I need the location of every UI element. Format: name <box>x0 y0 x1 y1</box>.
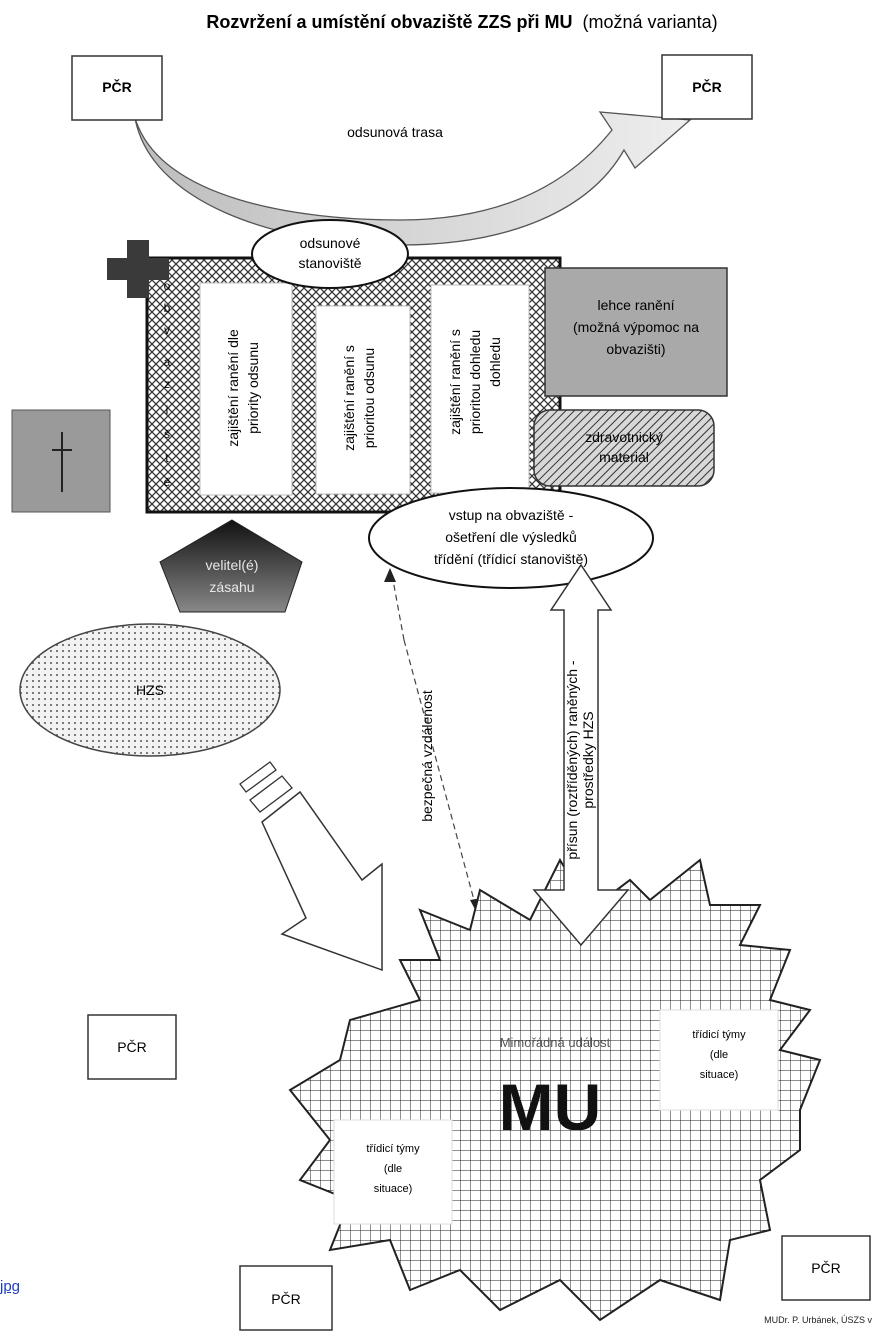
side-letters: o b v a z i š t ě <box>164 279 171 489</box>
triage-team-right-line1: třídicí týmy <box>692 1029 746 1041</box>
side-letter: š <box>164 427 170 441</box>
evacuation-station-line1: odsunové <box>300 235 361 251</box>
commander-pentagon <box>159 519 303 613</box>
transport-label-line2: prostředky HZS <box>580 711 596 808</box>
column-2-line2: prioritou odsunu <box>361 348 377 448</box>
incident-subtitle: Mimořádná událost <box>500 1035 611 1050</box>
entry-line2: ošetření dle výsledků <box>445 529 577 545</box>
hzs-ellipse <box>19 623 281 757</box>
page-title: Rozvržení a umístění obvaziště ZZS při M… <box>206 12 717 32</box>
column-1-line2: priority odsunu <box>245 342 261 434</box>
medical-material-box <box>533 409 715 487</box>
title-normal: (možná varianta) <box>583 12 718 32</box>
entry-line1: vstup na obvaziště - <box>449 507 574 523</box>
safe-distance-label: bezpečná vzdálenost <box>419 690 435 822</box>
column-3-line2: prioritou dohledu <box>467 330 483 434</box>
incident-abbr: MU <box>499 1070 602 1144</box>
image-link[interactable]: jpg <box>0 1278 21 1295</box>
triage-team-box-right <box>659 1009 779 1111</box>
priority-column-2 <box>315 305 411 495</box>
lightly-injured-line1: lehce ranění <box>597 297 674 313</box>
lightly-injured-line2: (možná výpomoc na <box>573 319 699 335</box>
priority-column-1 <box>199 282 293 496</box>
medical-material-line1: zdravotnický <box>585 429 663 445</box>
commander-line2: zásahu <box>209 579 254 595</box>
triage-team-right-line3: situace) <box>700 1069 739 1081</box>
triage-team-box-left <box>333 1119 453 1225</box>
side-letter: v <box>164 323 170 337</box>
author-credit: MUDr. P. Urbánek, ÚSZS v <box>764 1315 872 1325</box>
triage-team-left-line3: situace) <box>374 1183 413 1195</box>
column-2-line1: zajištění ranění s <box>341 345 357 451</box>
triage-team-right-line2: (dle <box>710 1049 728 1061</box>
pcr-label-middle-left: PČR <box>117 1039 147 1055</box>
side-letter: ě <box>164 475 171 489</box>
side-letter: i <box>166 403 169 417</box>
pcr-label-top-right: PČR <box>692 78 722 95</box>
side-letter: b <box>164 301 171 315</box>
column-3-line3: dohledu <box>487 337 503 387</box>
pcr-box-top-left <box>71 55 163 121</box>
evacuation-station-ellipse <box>251 219 409 289</box>
entry-triage-ellipse <box>368 487 654 589</box>
side-letter: t <box>165 451 169 465</box>
latin-cross-icon <box>52 432 72 492</box>
hzs-label: HZS <box>136 682 164 698</box>
side-letter: o <box>164 279 171 293</box>
evacuation-route-label: odsunová trasa <box>347 124 443 140</box>
transport-double-arrow <box>532 563 630 947</box>
lightly-injured-box <box>544 267 728 397</box>
pcr-label-bottom-left: PČR <box>271 1291 301 1307</box>
priority-column-3 <box>430 284 530 494</box>
medical-material-line2: materiál <box>599 449 649 465</box>
pcr-label-top-left: PČR <box>102 78 132 95</box>
triage-team-left-line2: (dle <box>384 1163 402 1175</box>
triage-team-left-line1: třídicí týmy <box>366 1143 420 1155</box>
transport-label-line1: přísun (roztříděných) raněných - <box>564 660 580 860</box>
lightly-injured-line3: obvazišti) <box>606 341 665 357</box>
side-letter: a <box>164 355 171 369</box>
pcr-box-bottom-right <box>781 1235 871 1301</box>
pcr-box-top-right <box>661 54 753 120</box>
side-letter: z <box>164 377 170 391</box>
column-1-line1: zajištění ranění dle <box>225 329 241 447</box>
evacuation-station-line2: stanoviště <box>298 255 361 271</box>
hzs-approach-arrow <box>239 761 383 972</box>
pcr-box-middle-left <box>87 1014 177 1080</box>
column-3-line1: zajištění ranění s <box>447 329 463 435</box>
commander-line1: velitel(é) <box>206 557 259 573</box>
entry-line3: třídění (třídicí stanoviště) <box>434 551 588 567</box>
cross-icon <box>107 240 169 298</box>
pcr-box-bottom-left <box>239 1265 333 1331</box>
title-bold: Rozvržení a umístění obvaziště ZZS při M… <box>206 12 572 32</box>
pcr-label-bottom-right: PČR <box>811 1260 841 1276</box>
